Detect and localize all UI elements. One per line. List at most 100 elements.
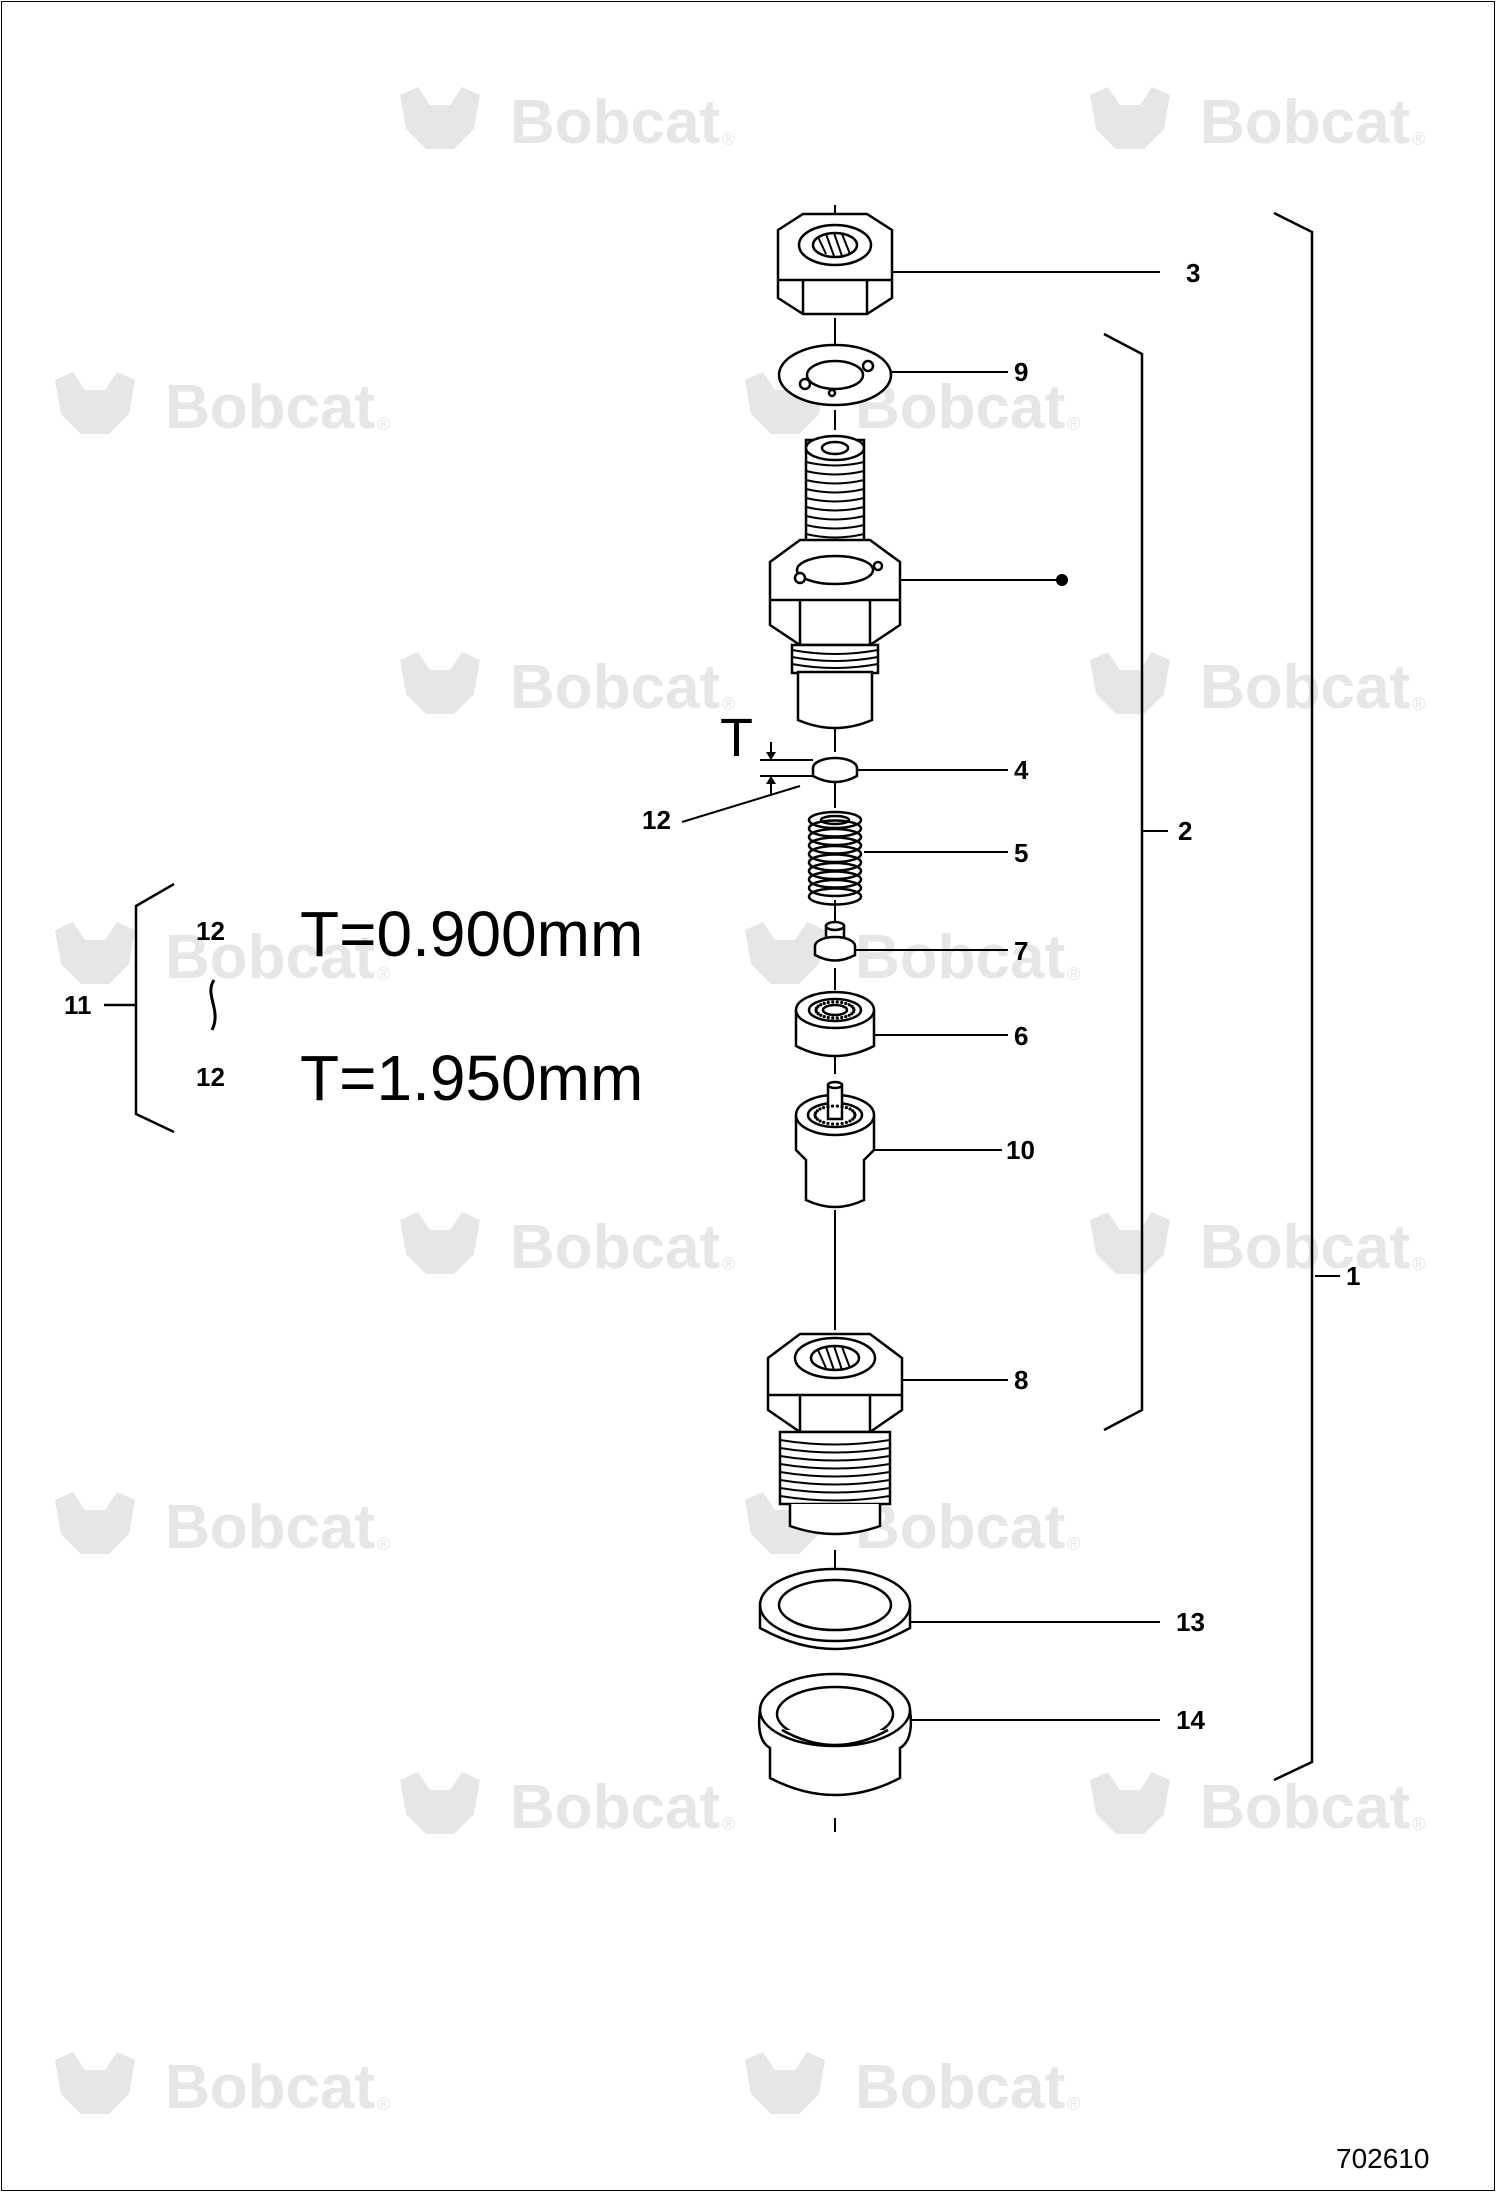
- callout-9: 9: [1014, 357, 1028, 387]
- watermark-reg-mark: ®: [1067, 414, 1080, 434]
- watermark-brand: Bobcat: [510, 88, 720, 157]
- bracket-assembly-1: [1273, 211, 1314, 1782]
- watermark-logo: Bobcat®: [745, 2052, 1080, 2122]
- watermark-reg-mark: ®: [1067, 1534, 1080, 1554]
- watermark-logo: Bobcat®: [55, 2052, 390, 2122]
- watermark-brand: Bobcat: [165, 1493, 375, 1562]
- callout-6: 6: [1014, 1021, 1028, 1051]
- callout-7: 7: [1014, 936, 1028, 966]
- thickness-symbol: T: [720, 708, 753, 768]
- watermark-logo: Bobcat®: [1090, 87, 1425, 157]
- watermark-brand: Bobcat: [1200, 653, 1410, 722]
- range-end-label: 12: [196, 1062, 225, 1092]
- watermark-reg-mark: ®: [1412, 129, 1425, 149]
- watermark-brand: Bobcat: [1200, 88, 1410, 157]
- bobcat-head-logo-icon: [400, 1772, 480, 1834]
- watermark-reg-mark: ®: [377, 1534, 390, 1554]
- callout-11: 11: [64, 990, 92, 1020]
- leader-lines: [681, 271, 1340, 1721]
- bobcat-head-logo-icon: [400, 87, 480, 149]
- watermark-reg-mark: ®: [722, 129, 735, 149]
- callout-1: 1: [1346, 1261, 1360, 1291]
- part-7-spindle: [813, 920, 857, 962]
- watermark-brand: Bobcat: [510, 653, 720, 722]
- bobcat-head-logo-icon: [55, 372, 135, 434]
- watermark-reg-mark: ®: [377, 964, 390, 984]
- watermark-brand: Bobcat: [165, 2053, 375, 2122]
- callout-5: 5: [1014, 838, 1028, 868]
- watermark-logo: Bobcat®: [1090, 652, 1425, 722]
- watermark-reg-mark: ®: [1067, 2094, 1080, 2114]
- part-10-nozzle: [794, 1080, 876, 1209]
- watermark-reg-mark: ®: [722, 1254, 735, 1274]
- part-3-nut: [776, 212, 894, 316]
- thickness-dimension: [760, 742, 813, 796]
- callout-13: 13: [1176, 1607, 1205, 1637]
- callout-10: 10: [1006, 1135, 1035, 1165]
- range-start-label: 12: [196, 916, 225, 946]
- watermark-brand: Bobcat: [855, 923, 1065, 992]
- callout-3: 3: [1186, 258, 1200, 288]
- bobcat-head-logo-icon: [1090, 87, 1170, 149]
- watermark-brand: Bobcat: [165, 373, 375, 442]
- part-8-retaining-nut: [766, 1332, 904, 1536]
- part-4-shim: [811, 756, 859, 784]
- watermark-reg-mark: ®: [1412, 1254, 1425, 1274]
- watermark-brand: Bobcat: [510, 1213, 720, 1282]
- part-9-washer: [777, 343, 893, 407]
- watermark-logo: Bobcat®: [400, 652, 735, 722]
- bracket-assembly-2: [1103, 332, 1144, 1432]
- watermark-reg-mark: ®: [1067, 964, 1080, 984]
- watermark-logo: Bobcat®: [55, 372, 390, 442]
- bobcat-head-logo-icon: [1090, 1772, 1170, 1834]
- callout-2: 2: [1178, 816, 1192, 846]
- bobcat-head-logo-icon: [745, 2052, 825, 2114]
- watermark-logo: Bobcat®: [1090, 1772, 1425, 1842]
- thickness-min: T=0.900mm: [300, 898, 643, 970]
- watermark-reg-mark: ®: [377, 414, 390, 434]
- callout-8: 8: [1014, 1365, 1028, 1395]
- callout-12: 12: [642, 805, 671, 835]
- watermark-brand: Bobcat: [510, 1773, 720, 1842]
- callout-4: 4: [1014, 755, 1029, 785]
- watermark-reg-mark: ®: [722, 694, 735, 714]
- range-separator-mark: [209, 979, 217, 1031]
- bobcat-head-logo-icon: [55, 2052, 135, 2114]
- bobcat-head-logo-icon: [55, 922, 135, 984]
- watermark-reg-mark: ®: [1412, 1814, 1425, 1834]
- watermark-logo: Bobcat®: [55, 922, 390, 992]
- watermark-brand: Bobcat: [1200, 1213, 1410, 1282]
- watermark-logo: Bobcat®: [400, 87, 735, 157]
- part-6-distance-piece: [794, 990, 876, 1058]
- watermark-logo: Bobcat®: [400, 1212, 735, 1282]
- document-number: 702610: [1336, 2143, 1429, 2174]
- callout-labels: 3 9 4 12 5 7 6 10 8 13 14 2 1 11 12 12: [64, 258, 1360, 1735]
- watermark-reg-mark: ®: [1412, 694, 1425, 714]
- part-5-spring: [807, 810, 863, 906]
- bobcat-head-logo-icon: [1090, 652, 1170, 714]
- nozzle-holder-body: [768, 434, 902, 730]
- bobcat-head-logo-icon: [400, 1212, 480, 1274]
- bobcat-head-logo-icon: [745, 922, 825, 984]
- watermark-brand: Bobcat: [165, 923, 375, 992]
- callout-14: 14: [1176, 1705, 1205, 1735]
- thickness-max: T=1.950mm: [300, 1042, 643, 1114]
- watermark-layer: Bobcat®Bobcat®Bobcat®Bobcat®Bobcat®Bobca…: [55, 87, 1425, 2122]
- watermark-logo: Bobcat®: [745, 922, 1080, 992]
- watermark-logo: Bobcat®: [400, 1772, 735, 1842]
- assembly-brackets: [104, 211, 1314, 1782]
- part-13-gasket: [758, 1567, 912, 1651]
- watermark-logo: Bobcat®: [1090, 1212, 1425, 1282]
- watermark-reg-mark: ®: [377, 2094, 390, 2114]
- bobcat-head-logo-icon: [55, 1492, 135, 1554]
- bobcat-head-logo-icon: [1090, 1212, 1170, 1274]
- part-14-collar: [757, 1672, 913, 1797]
- watermark-brand: Bobcat: [1200, 1773, 1410, 1842]
- watermark-brand: Bobcat: [855, 2053, 1065, 2122]
- watermark-brand: Bobcat: [855, 373, 1065, 442]
- watermark-reg-mark: ®: [722, 1814, 735, 1834]
- bracket-shim-kit-11: [134, 882, 175, 1134]
- watermark-logo: Bobcat®: [55, 1492, 390, 1562]
